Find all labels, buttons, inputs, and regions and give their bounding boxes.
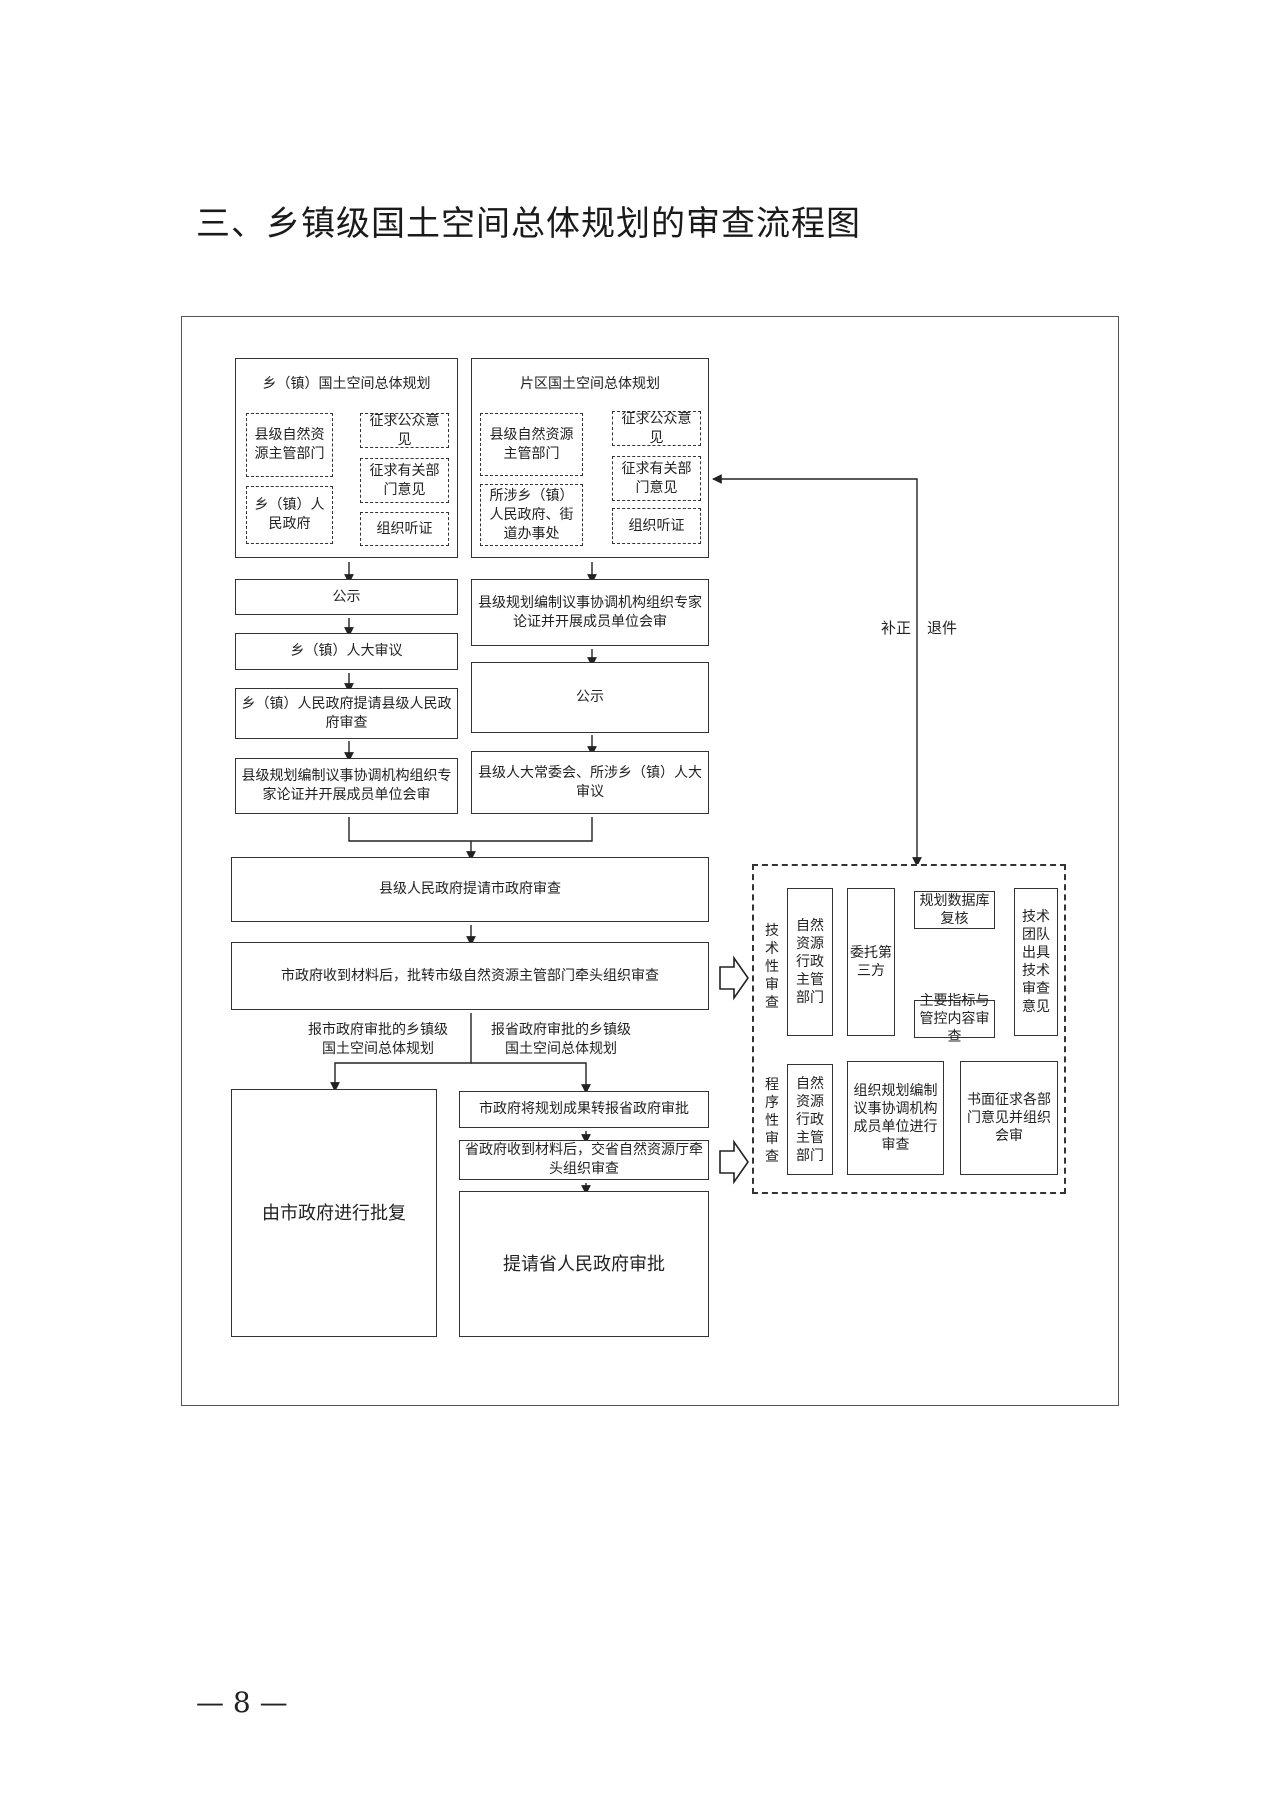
county-submit-city-box: 县级人民政府提请市政府审查 [231, 857, 709, 922]
right-npc-review-box: 县级人大常委会、所涉乡（镇）人大审议 [471, 751, 709, 814]
left-public-opinion-box: 征求公众意见 [360, 413, 449, 448]
left-gov-box: 乡（镇）人民政府 [246, 486, 333, 544]
proc-written-box: 书面征求各部门意见并组织会审 [960, 1061, 1058, 1175]
province-approve-box: 提请省人民政府审批 [459, 1191, 709, 1337]
right-expert-review-box: 县级规划编制议事协调机构组织专家论证并开展成员单位会审 [471, 579, 709, 646]
right-dept-box: 县级自然资源主管部门 [480, 413, 583, 476]
right-plan-title: 片区国土空间总体规划 [520, 376, 660, 392]
left-expert-review-box: 县级规划编制议事协调机构组织专家论证并开展成员单位会审 [235, 758, 458, 814]
db-check-box: 规划数据库复核 [914, 891, 995, 929]
right-hearing-box: 组织听证 [612, 508, 701, 544]
index-check-box: 主要指标与管控内容审查 [914, 993, 995, 1045]
left-plan-title: 乡（镇）国土空间总体规划 [262, 376, 431, 392]
right-dept-opinion-box: 征求有关部门意见 [612, 456, 701, 501]
left-dept-opinion-box: 征求有关部门意见 [360, 458, 449, 503]
left-hearing-box: 组织听证 [360, 512, 449, 546]
page-heading: 三、乡镇级国土空间总体规划的审查流程图 [196, 204, 861, 244]
left-dept-box: 县级自然资源主管部门 [246, 413, 333, 477]
right-gov-box: 所涉乡（镇）人民政府、街道办事处 [480, 484, 583, 546]
proc-dept-box: 自然资源行政主管部门 [787, 1064, 833, 1175]
diagram-frame [181, 316, 1119, 1406]
city-forward-box: 市政府将规划成果转报省政府审批 [459, 1091, 709, 1128]
right-public-opinion-box: 征求公众意见 [612, 411, 701, 446]
left-npc-review-box: 乡（镇）人大审议 [235, 633, 458, 670]
page-number: — 8 — [196, 1686, 288, 1719]
left-submit-county-box: 乡（镇）人民政府提请县级人民政府审查 [235, 688, 458, 739]
right-publicity-box: 公示 [471, 662, 709, 733]
city-approve-box: 由市政府进行批复 [231, 1089, 437, 1337]
branch-city-label: 报市政府审批的乡镇级国土空间总体规划 [308, 1022, 448, 1057]
proc-org-box: 组织规划编制议事协调机构成员单位进行审查 [847, 1061, 944, 1175]
branch-province-label: 报省政府审批的乡镇级国土空间总体规划 [491, 1022, 631, 1057]
city-receive-box: 市政府收到材料后，批转市级自然资源主管部门牵头组织审查 [231, 942, 709, 1010]
tech-review-label: 技术性审查 [765, 923, 779, 1011]
entrust-box: 委托第三方 [847, 888, 895, 1036]
tech-dept-box: 自然资源行政主管部门 [787, 888, 833, 1036]
feedback-correct-label: 补正 [880, 619, 911, 637]
province-receive-box: 省政府收到材料后，交省自然资源厅牵头组织审查 [459, 1140, 709, 1180]
feedback-return-label: 退件 [926, 619, 957, 637]
proc-review-label: 程序性审查 [765, 1077, 779, 1165]
left-publicity-box: 公示 [235, 579, 458, 615]
tech-opinion-box: 技术团队出具技术审查意见 [1014, 888, 1058, 1036]
